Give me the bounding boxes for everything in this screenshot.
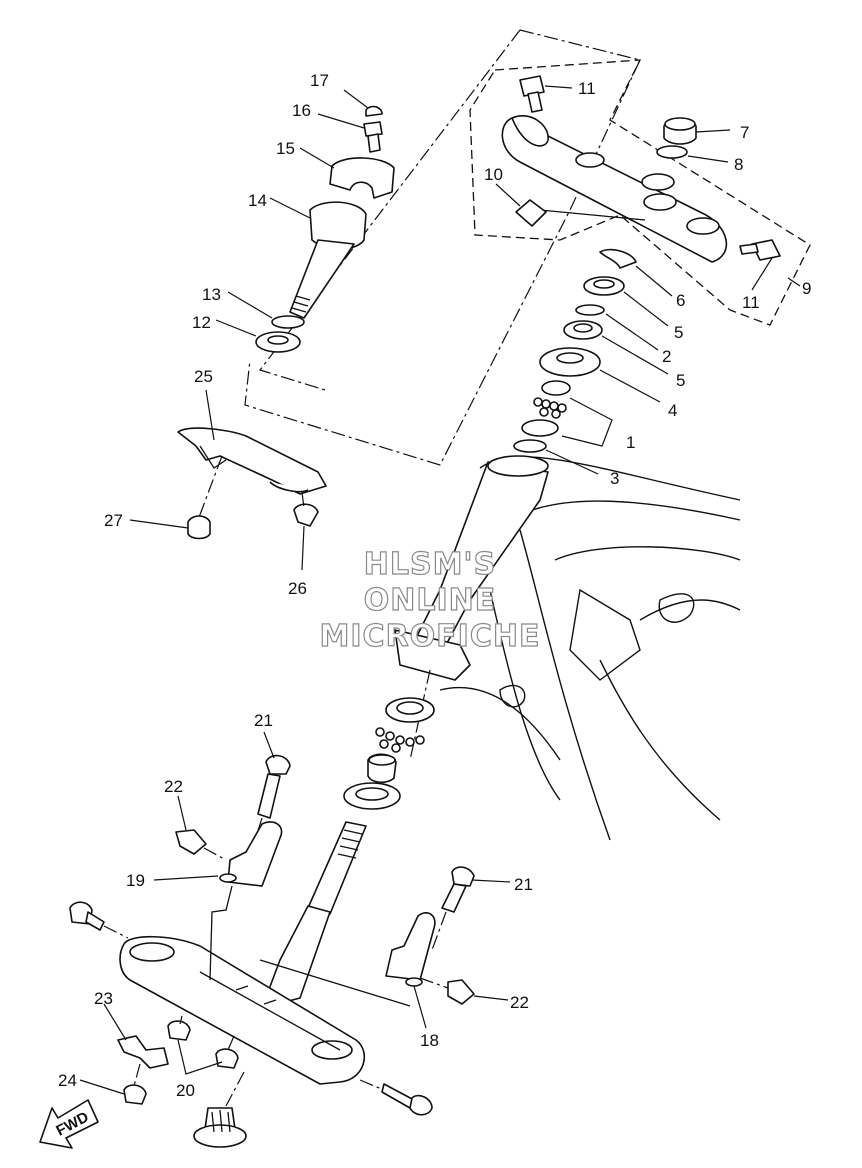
nut-20-left [167,1015,191,1041]
callout-22b: 22 [510,993,529,1012]
watermark-line2: ONLINE [364,583,497,618]
washer-13 [227,291,305,329]
lock-washer-6 [599,248,673,297]
explode-path-left [258,29,521,391]
callout-15: 15 [276,139,295,158]
callout-22a: 22 [164,777,183,796]
explode-path-27 [197,455,223,521]
clip-22-left [175,795,227,861]
callout-1: 1 [626,433,635,452]
under-bracket [119,935,366,1085]
cover-4 [539,347,661,403]
watermark: HLSM'S ONLINE MICROFICHE [319,546,541,654]
bracket-18 [259,912,436,1029]
callout-2: 2 [662,347,671,366]
pinch-bolt-right [359,1079,433,1116]
steering-stem-nut-bottom [193,1071,247,1148]
bearing-balls-lower [375,727,425,753]
fwd-arrow-icon: FWD [39,1099,99,1149]
callout-18: 18 [420,1031,439,1050]
callout-20: 20 [176,1081,195,1100]
bolt-11-right [739,239,781,291]
callout-13: 13 [202,285,221,304]
washer-2 [575,304,659,351]
callout-19: 19 [126,871,145,890]
callout-6: 6 [676,291,685,310]
bracket-25 [177,389,327,495]
watermark-line3: MICROFICHE [320,619,541,654]
bolt-24 [79,1063,147,1105]
bolt-21-right [431,866,511,951]
bearing-cone-lower [367,753,397,784]
callout-12: 12 [192,313,211,332]
callout-11a: 11 [578,79,596,98]
cap-nut-7 [663,117,731,145]
callout-4: 4 [668,401,677,420]
callout-labels: 1 2 3 4 5 5 6 7 8 9 10 11 11 12 13 14 15… [58,71,811,1100]
callout-7: 7 [740,123,749,142]
frame-steering-head [394,455,741,841]
callout-26: 26 [288,579,307,598]
holder-cap-15 [299,147,395,199]
callout-8: 8 [734,155,743,174]
clip-22-right [419,977,509,1005]
nut-20-right [177,1035,239,1075]
upper-bracket [501,115,728,263]
callout-3: 3 [610,469,619,488]
clamp-26 [293,491,319,571]
leader-9 [787,277,801,287]
callout-25: 25 [194,367,213,386]
washer-8 [656,145,729,163]
callout-23: 23 [94,989,113,1008]
bolt-21-left [251,731,291,851]
bracket-19 [153,821,283,981]
callout-21b: 21 [514,875,533,894]
callout-24: 24 [58,1071,77,1090]
callout-14: 14 [248,191,267,210]
nut-27 [129,515,211,540]
assembly-outline-9 [469,59,811,326]
callout-17: 17 [310,71,329,90]
screw-17 [343,89,383,117]
callout-27: 27 [104,511,123,530]
explode-path-upper [244,29,641,466]
callout-10: 10 [484,165,503,184]
callout-16: 16 [292,101,311,120]
callout-9: 9 [802,279,811,298]
race-3 [513,439,599,475]
callout-21a: 21 [254,711,273,730]
holder-23 [103,1003,169,1069]
callout-5a: 5 [674,323,683,342]
ring-nut-5-lower [563,320,669,375]
holder-14 [269,197,367,319]
bolt-11-upper [519,75,573,113]
bearing-race-lower [385,697,435,723]
callout-11b: 11 [742,293,760,312]
watermark-line1: HLSM'S [364,547,496,582]
bolt-16 [317,113,383,153]
ring-nut-5-upper [583,276,669,327]
callout-5b: 5 [676,371,685,390]
label-10 [495,183,547,227]
bearing-1-upper [521,380,613,447]
damper-12 [215,319,301,353]
steering-stem [261,821,367,1009]
pinch-bolt-left [69,901,129,939]
seal-lower [343,782,401,810]
